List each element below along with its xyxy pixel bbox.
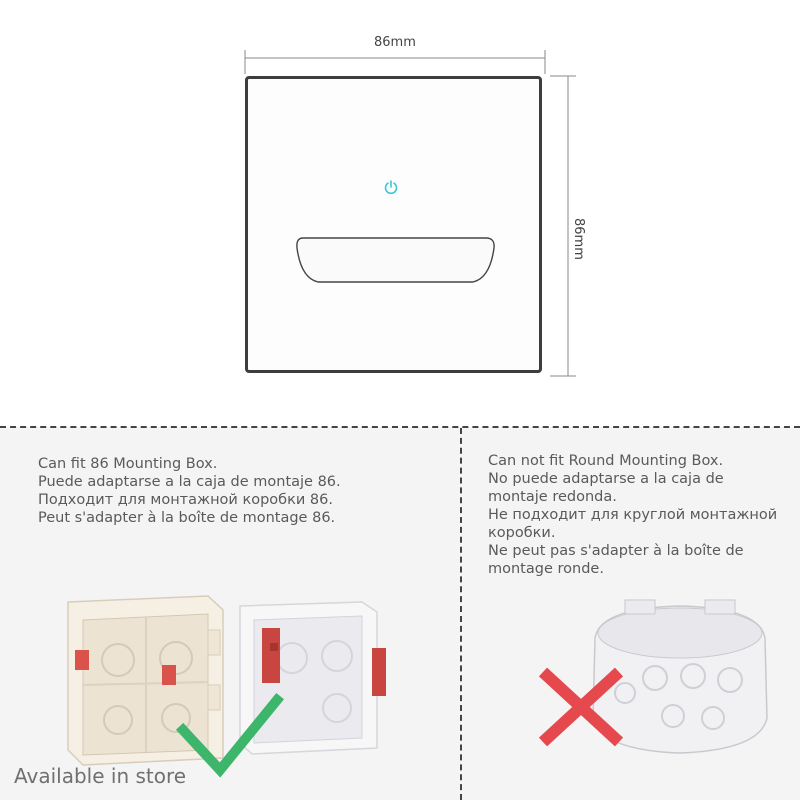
nofit-line-4: Не подходит для круглой монтажной (488, 507, 778, 523)
fit-line-es: Puede adaptarse a la caja de montaje 86. (38, 474, 341, 490)
width-label: 86mm (374, 35, 416, 50)
height-dimension-line (550, 75, 576, 377)
nofit-line-7: montage ronde. (488, 561, 604, 577)
fit-line-ru: Подходит для монтажной коробки 86. (38, 492, 333, 508)
fit-line-en: Can fit 86 Mounting Box. (38, 456, 218, 472)
switch-panel (245, 76, 542, 373)
nofit-line-3: montaje redonda. (488, 489, 617, 505)
nofit-line-1: Can not fit Round Mounting Box. (488, 453, 724, 469)
fit-description: Can fit 86 Mounting Box. Puede adaptarse… (38, 455, 341, 527)
square-mounting-box-white (239, 601, 386, 755)
check-icon (175, 692, 285, 778)
nofit-line-2: No puede adaptarse a la caja de (488, 471, 724, 487)
round-mounting-box (592, 599, 768, 754)
cross-icon (538, 667, 624, 747)
no-fit-description: Can not fit Round Mounting Box. No puede… (488, 452, 777, 578)
square-mounting-box-cream (67, 595, 224, 766)
fit-line-fr: Peut s'adapter à la boîte de montage 86. (38, 510, 336, 526)
vertical-divider (460, 428, 462, 800)
available-in-store-label: Available in store (14, 764, 187, 788)
horizontal-divider (0, 426, 800, 428)
height-label: 86mm (571, 218, 586, 260)
width-dimension-line (244, 50, 546, 74)
touch-area[interactable] (293, 234, 498, 286)
power-icon[interactable] (383, 179, 399, 195)
nofit-line-6: Ne peut pas s'adapter à la boîte de (488, 543, 744, 559)
nofit-line-5: коробки. (488, 525, 556, 541)
